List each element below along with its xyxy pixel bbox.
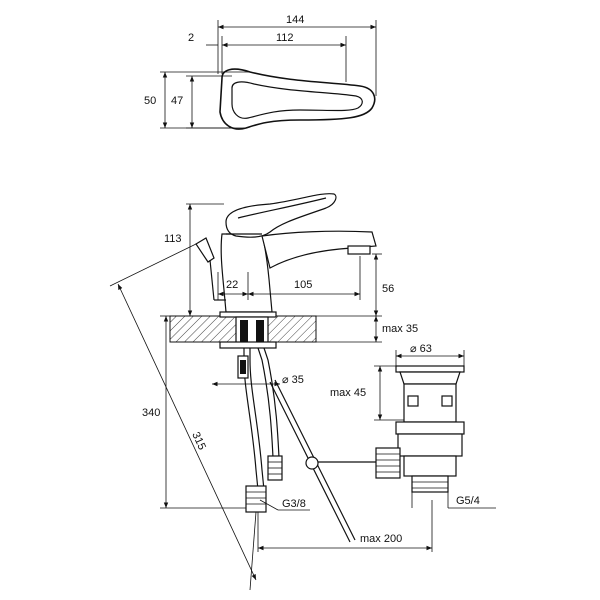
- dim-line-hose-length: [117, 283, 257, 581]
- dim-height-top: 113: [164, 233, 182, 245]
- deck-hatching-right: [267, 315, 317, 343]
- faucet-lever: [225, 193, 337, 238]
- dim-body-offset: 22: [226, 279, 238, 291]
- faucet-spout: [261, 230, 377, 269]
- top-view-handle-outline: [219, 68, 376, 130]
- dim-hose-length: 315: [189, 430, 208, 452]
- dim-total-height: 340: [142, 407, 160, 419]
- dim-hole-diameter: ⌀ 35: [282, 374, 304, 386]
- top-view: 144 112 2 50 47: [144, 14, 377, 130]
- deck-hatching-left: [169, 315, 237, 343]
- dim-handle-length: 112: [276, 32, 294, 44]
- waste-cup: [399, 371, 461, 385]
- rod-clamp: [305, 456, 319, 470]
- waste-assembly: ⌀ 63 max 45 G5/4: [330, 343, 496, 509]
- dim-waste-height: max 45: [330, 387, 366, 399]
- waste-nut: [395, 421, 465, 435]
- dim-width-total: 144: [286, 14, 304, 26]
- dim-depth-inner: 47: [171, 95, 183, 107]
- label-waste-thread: G5/4: [456, 495, 480, 507]
- dim-waste-diameter: ⌀ 63: [410, 343, 432, 355]
- waste-flange: [395, 365, 465, 373]
- dim-depth-outer: 50: [144, 95, 156, 107]
- dim-rod-reach: max 200: [360, 533, 402, 545]
- hose-nut-left: [245, 485, 267, 513]
- label-hose-thread: G3/8: [282, 498, 306, 510]
- dim-offset: 2: [188, 32, 194, 44]
- popup-knob: [195, 237, 215, 263]
- waste-side-connector: [375, 447, 401, 479]
- top-view-handle-inner: [231, 81, 363, 119]
- lock-nut: [219, 341, 277, 349]
- front-view: 113 56 22 105 max 35 ⌀ 35 340 315: [109, 193, 433, 591]
- dim-deck-thickness: max 35: [382, 323, 418, 335]
- spout-aerator: [347, 245, 371, 255]
- dim-spout-drop: 56: [382, 283, 394, 295]
- base-flange: [219, 311, 277, 318]
- dim-spout-reach: 105: [294, 279, 312, 291]
